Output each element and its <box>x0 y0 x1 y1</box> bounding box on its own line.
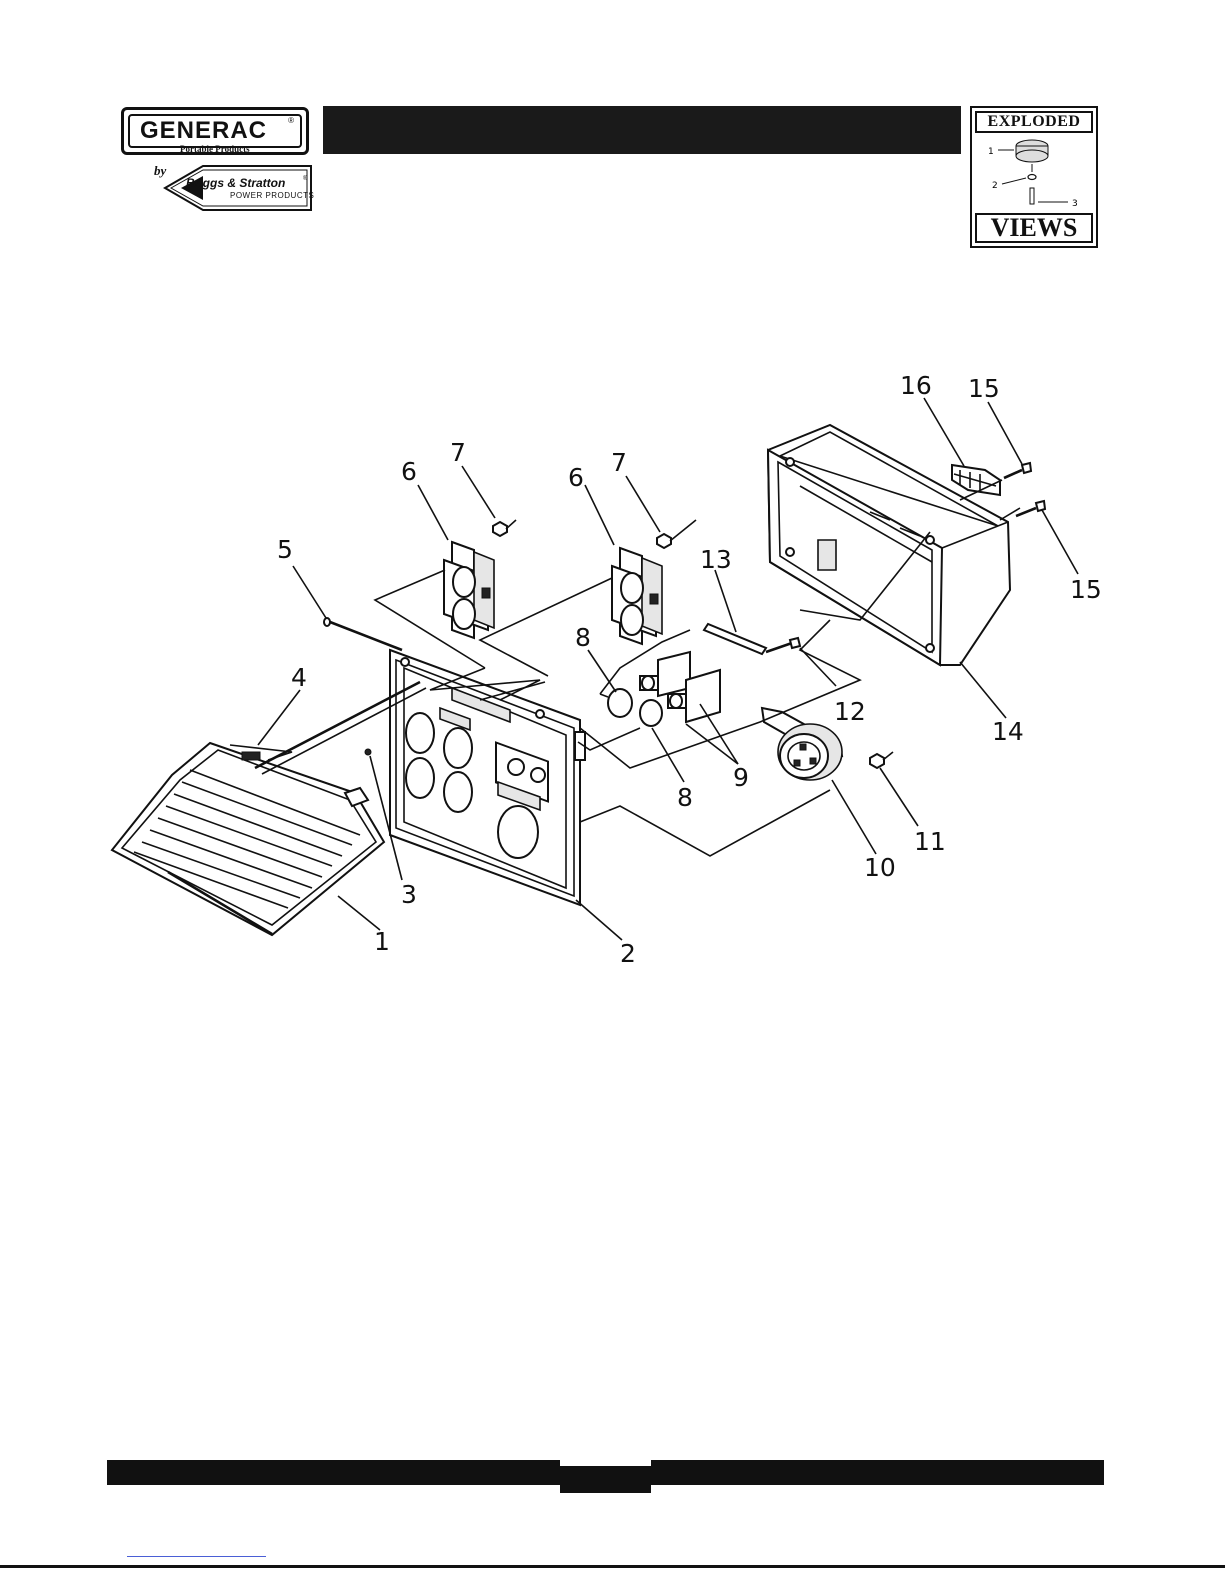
part-15-screws <box>1004 463 1045 516</box>
callout-3: 3 <box>401 880 417 909</box>
footer-link-underline[interactable] <box>127 1556 266 1557</box>
footer-bar-left <box>107 1460 560 1485</box>
footer-bar-right <box>651 1460 1104 1485</box>
bottom-rule <box>0 1565 1225 1568</box>
callout-4: 4 <box>291 663 307 692</box>
part-1-cover <box>112 743 384 935</box>
callout-15-right: 15 <box>1070 575 1102 604</box>
callout-13: 13 <box>700 545 732 574</box>
part-3-screw <box>365 749 371 755</box>
part-16-connector <box>952 465 1000 495</box>
callout-9: 9 <box>733 763 749 792</box>
callout-7-right: 7 <box>611 448 627 477</box>
part-2-panel <box>390 650 585 905</box>
callout-7-left: 7 <box>450 438 466 467</box>
part-11-nut <box>870 752 893 768</box>
part-7-nuts <box>493 520 696 548</box>
callout-11: 11 <box>914 827 946 856</box>
callout-5: 5 <box>277 535 293 564</box>
callout-8-top: 8 <box>575 623 591 652</box>
callout-14: 14 <box>992 717 1024 746</box>
footer-page-tab <box>560 1466 651 1493</box>
part-10-twist-receptacle <box>762 708 842 780</box>
part-14-back-box <box>768 425 1010 665</box>
callout-16: 16 <box>900 371 932 400</box>
callout-6-left: 6 <box>401 457 417 486</box>
callout-6-right: 6 <box>568 463 584 492</box>
callout-15-top: 15 <box>968 374 1000 403</box>
part-5-screw <box>324 618 402 650</box>
callout-10: 10 <box>864 853 896 882</box>
part-6-receptacle-left <box>444 542 494 638</box>
part-8-breaker-caps <box>600 689 662 726</box>
part-12-screw <box>766 638 800 652</box>
callout-12: 12 <box>834 697 866 726</box>
part-6-receptacle-right <box>612 548 662 644</box>
callout-8-bottom: 8 <box>677 783 693 812</box>
callout-2: 2 <box>620 939 636 968</box>
callout-1: 1 <box>374 927 390 956</box>
